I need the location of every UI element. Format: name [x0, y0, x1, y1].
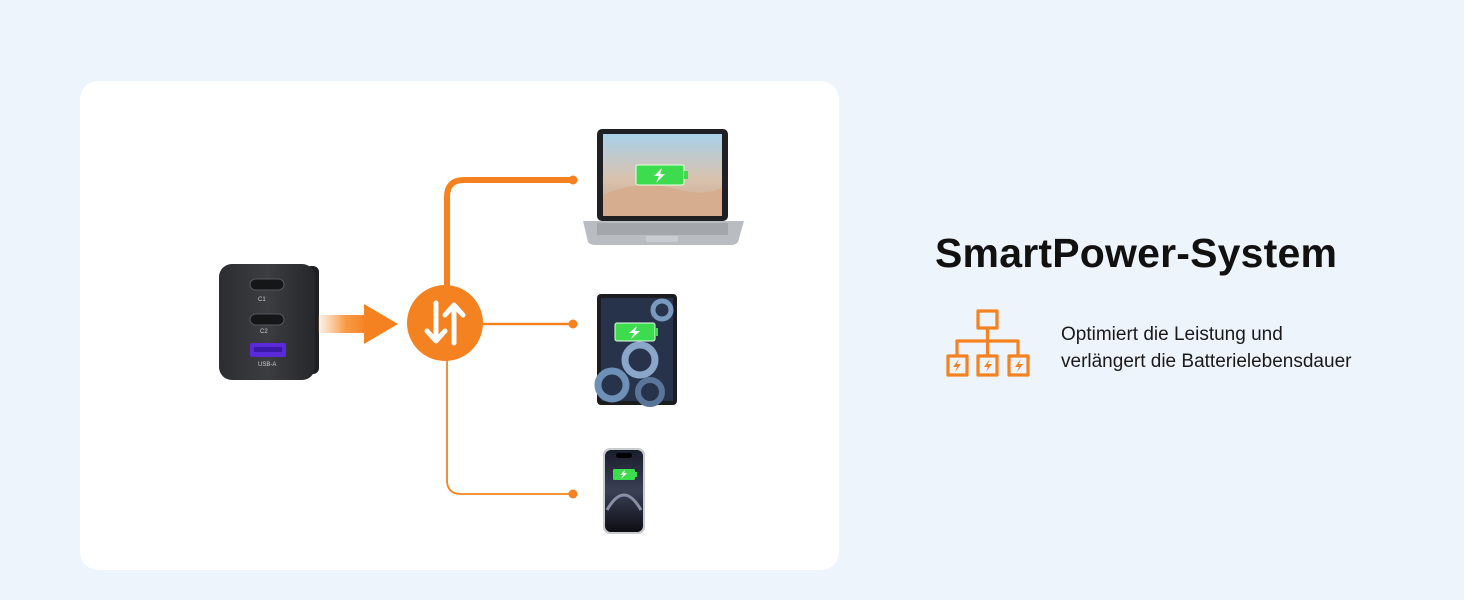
description-line-2: verlängert die Batterielebensdauer	[1061, 351, 1352, 372]
laptop-image	[583, 129, 744, 245]
tablet-image	[594, 294, 677, 407]
phone-image	[603, 448, 645, 534]
port-label-usb-a: USB-A	[258, 362, 276, 368]
feature-description: Optimiert die Leistung und verlängert di…	[1061, 321, 1441, 375]
laptop-connector-dot	[568, 175, 578, 185]
power-hub-icon	[407, 285, 483, 361]
description-line-1: Optimiert die Leistung und	[1061, 324, 1283, 345]
network-charging-icon	[946, 309, 1030, 377]
tablet-connector-dot	[568, 319, 578, 329]
phone-battery-icon	[613, 469, 637, 480]
phone-connector-dot	[568, 489, 578, 499]
port-label-c1: C1	[258, 297, 266, 303]
port-label-c2: C2	[260, 329, 268, 335]
page-title: SmartPower-System	[935, 230, 1338, 276]
tablet-battery-icon	[614, 322, 658, 342]
input-arrow	[318, 304, 398, 344]
laptop-battery-icon	[635, 164, 688, 186]
charger-image	[219, 264, 319, 380]
connection-lines	[444, 175, 578, 499]
